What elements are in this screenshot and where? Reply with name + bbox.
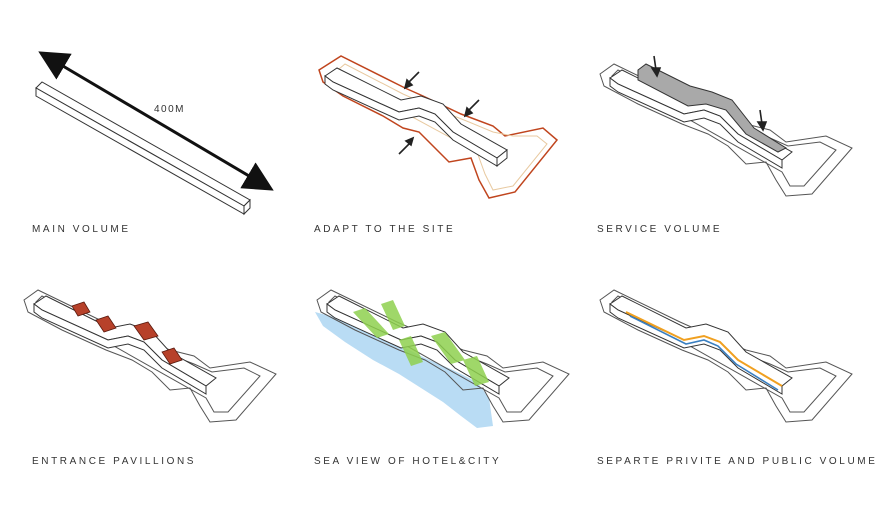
building-mass: [609, 69, 793, 169]
building-mass: [324, 67, 508, 168]
greenery-view-corridors: [353, 300, 489, 386]
sea-view-diagram: [315, 289, 570, 428]
building-mass: [609, 295, 793, 395]
service-volume-diagram: [599, 55, 853, 197]
service-volume-block: [637, 63, 788, 153]
site-boundary-inner: [332, 63, 548, 191]
adapt-to-site-diagram: [318, 55, 559, 199]
caption-sea-view: SEA VIEW OF HOTEL&CITY: [314, 456, 502, 467]
dimension-arrow: [38, 51, 274, 191]
building-mass: [33, 295, 217, 395]
caption-adapt-to-site: ADAPT TO THE SITE: [314, 224, 456, 235]
panel-private-public-volume: SEPARTE PRIVITE AND PUBLIC VOLUME: [586, 256, 880, 512]
caption-main-volume: MAIN VOLUME: [32, 224, 131, 235]
public-circulation-line: [625, 311, 783, 387]
panel-sea-view: SEA VIEW OF HOTEL&CITY: [293, 256, 586, 512]
main-volume-diagram: 400M: [35, 51, 274, 216]
sea-area: [315, 312, 493, 428]
entrance-pavilions-diagram: [23, 289, 277, 423]
panel-main-volume: 400M MAIN VOLUME: [0, 0, 293, 256]
caption-service-volume: SERVICE VOLUME: [597, 224, 723, 235]
panel-service-volume: SERVICE VOLUME: [586, 0, 880, 256]
site-arrow-icons: [398, 71, 480, 155]
caption-entrance-pavilions: ENTRANCE PAVILLIONS: [32, 456, 197, 467]
private-circulation-line: [629, 315, 779, 391]
panel-adapt-to-site: ADAPT TO THE SITE: [293, 0, 586, 256]
entrance-pavilion-blocks: [71, 301, 183, 365]
main-volume-bar: [35, 81, 251, 216]
service-arrow-icons: [650, 55, 768, 132]
dimension-label: 400M: [154, 104, 185, 115]
caption-private-public-volume: SEPARTE PRIVITE AND PUBLIC VOLUME: [597, 456, 878, 467]
panel-entrance-pavilions: ENTRANCE PAVILLIONS: [0, 256, 293, 512]
private-public-diagram: [599, 289, 853, 423]
